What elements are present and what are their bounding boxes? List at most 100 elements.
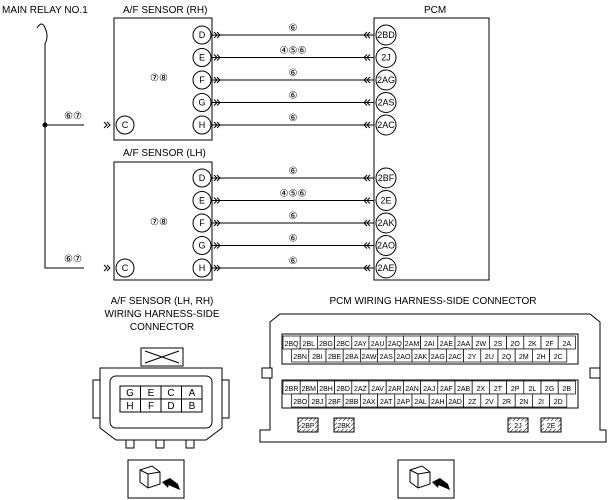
lh-pin-d-label: D xyxy=(199,173,206,183)
pcm-conn-pin-2aa: 2AA xyxy=(457,341,471,348)
sensor-rh-inner-label: ⑦⑧ xyxy=(150,73,168,84)
rh-pin-e xyxy=(192,48,212,67)
lh-pin-d xyxy=(192,168,212,188)
pcm-conn-pin-2l: 2L xyxy=(529,386,537,393)
lh-circuit-h: ⑥ xyxy=(289,256,298,267)
rh-pin-g xyxy=(192,93,212,112)
pcm-conn-pin-2b: 2B xyxy=(563,386,572,393)
pcm-pin-2ac xyxy=(375,114,397,136)
pcm-conn-pin-2t: 2T xyxy=(494,386,503,393)
sensor-lh-title: A/F SENSOR (LH) xyxy=(123,148,206,159)
pcm-pin-2ag-label: 2AG xyxy=(377,75,395,85)
pcm-conn-pin-2d: 2D xyxy=(554,399,563,406)
pcm-conn-pin-2aw: 2AW xyxy=(362,354,377,361)
lh-pin-e-label: E xyxy=(199,196,205,206)
pcm-conn-pin-2af: 2AF xyxy=(440,386,453,393)
pcm-conn-pin-2al: 2AL xyxy=(414,399,427,406)
pcm-conn-pin-2f: 2F xyxy=(546,341,554,348)
pcm-conn-pin-2bc: 2BC xyxy=(336,341,350,348)
pcm-pin-2ag xyxy=(375,69,397,91)
pcm-conn-pin-2h: 2H xyxy=(537,354,546,361)
pcm-conn-pin-2at: 2AT xyxy=(380,399,393,406)
sensor-rh-pin-c xyxy=(115,115,135,135)
pcm-pin-2as-label: 2AS xyxy=(377,98,394,108)
pcm-conn-pin-2au: 2AU xyxy=(371,341,385,348)
rh-circuit-h: ⑥ xyxy=(289,113,298,124)
lh-wire-h: H ⑥ 2AE xyxy=(192,256,397,279)
lh-pin-g xyxy=(192,236,212,255)
main-relay-label: MAIN RELAY NO.1 xyxy=(2,5,88,16)
pcm-title: PCM xyxy=(424,5,446,16)
pcm-pin-2ao xyxy=(375,235,397,256)
pcm-conn-pin-2i: 2I xyxy=(538,399,544,406)
pcm-pin-2bf xyxy=(375,167,397,189)
pcm-conn-pin-2bg: 2BG xyxy=(319,341,333,348)
rh-circuit-e: ④⑤⑥ xyxy=(280,46,307,57)
lh-pin-h xyxy=(192,258,212,278)
conn-right-title: PCM WIRING HARNESS-SIDE CONNECTOR xyxy=(329,296,536,307)
view-direction-icon-right xyxy=(397,459,455,499)
rh-pin-h xyxy=(192,115,212,135)
lh-pin-h-label: H xyxy=(199,263,206,273)
sensor-conn-pin-a: A xyxy=(189,388,196,399)
pcm-pin-2e-label: 2E xyxy=(380,196,391,206)
rh-circuit-g: ⑥ xyxy=(289,91,298,102)
sensor-rh-pin-c-label: C xyxy=(122,120,129,130)
lh-pin-f xyxy=(192,213,212,233)
rh-pin-e-label: E xyxy=(199,53,205,63)
pcm-conn-pin-2bo: 2BO xyxy=(293,399,308,406)
pcm-pin-2ak xyxy=(375,212,397,234)
splice-point xyxy=(42,122,48,128)
pcm-conn-pin-2be: 2BE xyxy=(328,354,342,361)
lh-pin-g-label: G xyxy=(198,241,205,251)
rh-circuit-f: ⑥ xyxy=(289,68,298,79)
sensor-conn-pin-d: D xyxy=(167,401,174,412)
pcm-conn-pin-2bl: 2BL xyxy=(303,341,316,348)
pcm-conn-pin-2j: 2J xyxy=(514,423,521,430)
pcm-conn-pin-2av: 2AV xyxy=(371,386,384,393)
pcm-conn-pin-2ai: 2AI xyxy=(424,341,435,348)
pcm-conn-pin-2c: 2C xyxy=(554,354,563,361)
lh-pin-e xyxy=(192,191,212,210)
pcm-conn-pin-2a: 2A xyxy=(563,341,572,348)
pcm-conn-pin-2bd: 2BD xyxy=(336,386,350,393)
sensor-conn-pin-f: F xyxy=(148,401,154,412)
relay-connector-mark-lh xyxy=(103,264,111,272)
pcm-conn-pin-2ab: 2AB xyxy=(457,386,471,393)
pcm-conn-pin-2ak: 2AK xyxy=(414,354,428,361)
pcm-conn-pin-2u: 2U xyxy=(485,354,494,361)
lh-circuit-f: ⑥ xyxy=(289,211,298,222)
lh-wire-f: F ⑥ 2AK xyxy=(192,211,397,234)
pcm-pin-2as xyxy=(375,92,397,113)
conn-left-title-2: WIRING HARNESS-SIDE xyxy=(104,309,219,320)
pcm-conn-pin-2ap: 2AP xyxy=(397,399,411,406)
lh-pin-f-label: F xyxy=(199,218,205,228)
pcm-pin-2ao-label: 2AO xyxy=(377,241,395,251)
sensor-connector-drawing xyxy=(92,347,230,449)
main-relay-wire xyxy=(36,23,84,269)
pcm-conn-pin-2q: 2Q xyxy=(502,354,512,361)
pcm-conn-pin-2bf: 2BF xyxy=(328,399,341,406)
pcm-conn-pin-2bp: 2BP xyxy=(301,423,315,430)
relay-circuit-rh: ⑥⑦ xyxy=(64,111,82,122)
rh-pin-f xyxy=(192,70,212,90)
pcm-conn-pin-2y: 2Y xyxy=(468,354,477,361)
pcm-conn-pin-2bi: 2BI xyxy=(312,354,323,361)
pcm-conn-pin-2bb: 2BB xyxy=(345,399,359,406)
signal-wires: D⑥2BDE④⑤⑥2JF⑥2AGG⑥2ASH⑥2ACD⑥2BFE④⑤⑥2EF⑥2… xyxy=(192,23,397,279)
pcm-conn-pin-2ba: 2BA xyxy=(345,354,359,361)
pcm-conn-pin-2x: 2X xyxy=(477,386,486,393)
sensor-conn-pin-e: E xyxy=(148,388,155,399)
pcm-pin-2ak-label: 2AK xyxy=(377,218,394,228)
pcm-pin-2ae-label: 2AE xyxy=(377,263,394,273)
sensor-conn-pin-c: C xyxy=(167,388,174,399)
pcm-conn-pin-2am: 2AM xyxy=(405,341,420,348)
pcm-pin-2j xyxy=(375,47,397,68)
